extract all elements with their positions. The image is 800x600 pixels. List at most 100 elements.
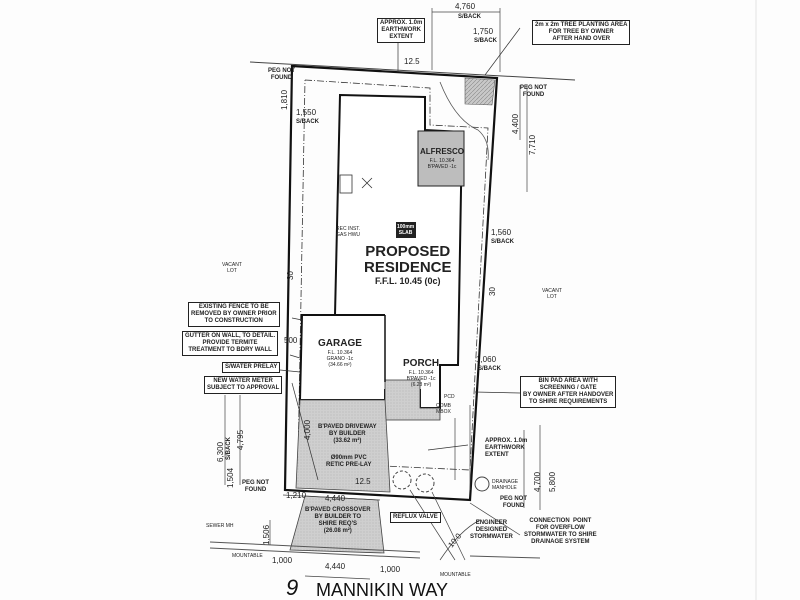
street-name: MANNIKIN WAY (316, 580, 449, 600)
crossover-label: B'PAVED CROSSOVER BY BUILDER TO SHIRE RE… (305, 507, 371, 534)
porch-name: PORCH (403, 358, 440, 369)
tree-planting-callout: 2m x 2m TREE PLANTING AREA FOR TREE BY O… (532, 20, 631, 45)
front-boundary-dim: 12.5 (355, 477, 371, 486)
dim-sback: S/BACK (474, 38, 498, 44)
soakwell (392, 470, 412, 490)
dim-1210: 1,210 (286, 491, 307, 500)
pcd-label: PCD (444, 394, 455, 400)
dim-5800: 5,800 (548, 471, 557, 492)
dim-7710: 7,710 (528, 134, 537, 155)
gutter-callout: GUTTER ON WALL, TO DETAIL. PROVIDE TERMI… (182, 331, 279, 356)
dim-sback: S/BACK (478, 366, 502, 372)
sewer-mh-label: SEWER MH (206, 523, 234, 529)
tree-planting-area (464, 77, 496, 106)
alfresco-area (417, 130, 465, 187)
comb-mbox-label: COMB MBOX (436, 403, 451, 415)
dim-500: 500 (284, 336, 298, 345)
dim-1750: 1,750 (473, 27, 494, 36)
peg-not-found-bl: PEG NOT FOUND (242, 480, 270, 493)
pvc-label: Ø90mm PVC RETIC PRE-LAY (326, 455, 372, 468)
rear-fence-line (249, 61, 576, 81)
hwu-symbol (339, 174, 353, 194)
driveway-label: B'PAVED DRIVEWAY BY BUILDER (33.62 m²) (318, 424, 377, 444)
vacant-lot-right: VACANT LOT (542, 288, 562, 300)
peg-not-found-tr: PEG NOT FOUND (520, 85, 548, 98)
garage-area: (34.66 m²) (328, 362, 352, 368)
dim-sback: S/BACK (226, 436, 232, 460)
left-boundary-dim: 30 (286, 271, 295, 280)
porch-area: (6.28 m²) (410, 382, 432, 388)
sewer-curve (439, 81, 489, 161)
lot-boundary (283, 64, 499, 502)
mountable-label-left: MOUNTABLE (232, 553, 263, 559)
driveway (295, 399, 391, 493)
peg-not-found-br: PEG NOT FOUND (500, 496, 528, 509)
dimension-lines (224, 8, 541, 580)
bin-pad-callout: BIN PAD AREA WITH SCREENING / GATE BY OW… (520, 376, 617, 408)
drainage-manhole-label: DRAINAGE MANHOLE (492, 479, 519, 491)
dim-1060: 1,060 (476, 355, 497, 364)
fixture-symbol (361, 177, 373, 189)
kerb-line (469, 555, 541, 559)
dim-4760: 4,760 (455, 2, 476, 11)
reflux-valve-callout: REFLUX VALVE (390, 512, 441, 523)
dim-6300: 6,300 (216, 441, 225, 462)
dim-1504: 1,504 (226, 467, 235, 488)
alfresco-fl: F.L. 10.364 (429, 158, 455, 164)
callout-leaders (279, 27, 521, 481)
earthwork-callout-bottom: APPROX. 1.0m EARTHWORK EXTENT (485, 438, 528, 458)
street-number: 9 (286, 575, 299, 600)
hwu-label: REC INST. GAS HWU (336, 226, 361, 238)
garage-name: GARAGE (318, 338, 362, 349)
alfresco-name: ALFRESCO (420, 147, 464, 156)
engineer-stormwater-label: ENGINEER DESIGNED STORMWATER (470, 520, 513, 540)
dim-1560: 1,560 (491, 228, 512, 237)
soakwell (415, 473, 435, 493)
dim-4700: 4,700 (533, 471, 542, 492)
kerb-line (209, 547, 421, 559)
connection-point-label: CONNECTION POINT FOR OVERFLOW STORMWATER… (524, 518, 597, 545)
stormwater-lines (409, 489, 521, 561)
dim-4440-kerb: 4,440 (325, 562, 346, 571)
earthwork-callout-top: APPROX. 1.0m EARTHWORK EXTENT (377, 18, 426, 43)
stormwater-curve (439, 519, 481, 561)
residence-ffl: F.F.L. 10.45 (0c) (375, 276, 441, 286)
rear-boundary-dim: 12.5 (404, 57, 420, 66)
kerb-line (209, 541, 421, 553)
dim-4400: 4,400 (511, 113, 520, 134)
dim-1000-right: 1,000 (380, 565, 401, 574)
dim-1810: 1,810 (280, 89, 289, 110)
vacant-lot-left: VACANT LOT (222, 262, 242, 274)
dim-1506: 1,506 (262, 524, 271, 545)
garage-finish: GRANO -1c (326, 356, 354, 362)
porch-fl: F.L. 10.364 (408, 370, 434, 376)
swater-callout: S/WATER PRELAY (222, 362, 281, 373)
alfresco-finish: B'PAVED -1c (427, 164, 457, 170)
garage-fl: F.L. 10.364 (327, 350, 353, 356)
dim-1550: 1,550 (296, 108, 317, 117)
slab-box (396, 222, 416, 238)
porch-finish: B'PAVED -1c (406, 376, 436, 382)
residence-line2: RESIDENCE (364, 259, 452, 276)
dim-sback: S/BACK (491, 239, 515, 245)
fence-callout: EXISTING FENCE TO BE REMOVED BY OWNER PR… (188, 302, 280, 327)
dim-sback: S/BACK (296, 119, 320, 125)
dim-4795: 4,795 (236, 429, 245, 450)
right-boundary-dim: 30 (488, 287, 497, 296)
dim-4000: 4,000 (303, 419, 312, 440)
dim-4440-verge: 4,440 (325, 494, 346, 503)
dim-sback: S/BACK (458, 14, 482, 20)
drainage-manhole (474, 476, 490, 492)
peg-not-found-tl: PEG NOT FOUND (268, 68, 296, 81)
mountable-label-right: MOUNTABLE (440, 572, 471, 578)
slab-line1: 100mm (397, 224, 415, 230)
slab-line2: SLAB (398, 230, 413, 236)
residence-line1: PROPOSED (365, 243, 451, 260)
water-meter-callout: NEW WATER METER SUBJECT TO APPROVAL (204, 376, 283, 394)
